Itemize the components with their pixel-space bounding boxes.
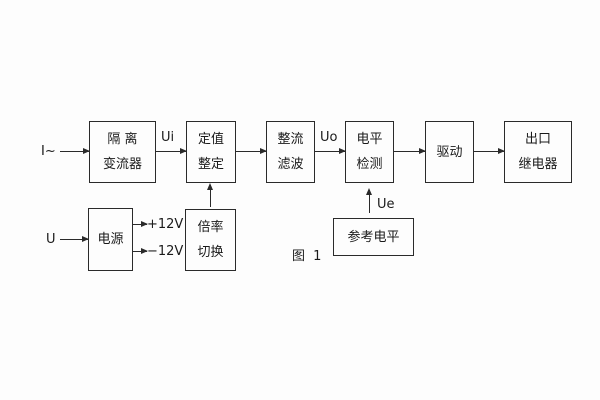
arrow-up-icon [366, 188, 372, 213]
block-label: 出口 [524, 132, 551, 147]
arrow-right-icon [60, 236, 89, 242]
block-label: 整流 [277, 132, 304, 147]
block-power-supply: 电源 [88, 208, 133, 271]
signal-label-ue: Ue [377, 197, 395, 212]
arrow-right-icon [474, 148, 505, 154]
block-label: 定值 [197, 132, 224, 147]
block-ratio-switching: 倍率 切换 [185, 209, 236, 271]
block-label: 倍率 [197, 220, 224, 235]
block-label: 变流器 [102, 157, 142, 172]
block-label: 继电器 [518, 157, 558, 172]
arrow-right-icon [133, 221, 148, 227]
arrow-right-icon [315, 148, 346, 154]
signal-label-input-voltage: U [46, 232, 56, 247]
block-label: 整定 [197, 157, 224, 172]
block-reference-level: 参考电平 [333, 218, 414, 256]
block-label: 参考电平 [347, 229, 400, 245]
signal-label-minus-12v: −12V [147, 244, 184, 259]
signal-label-input-current: I~ [41, 144, 56, 159]
signal-label-ui: Ui [161, 130, 175, 145]
arrow-right-icon [60, 148, 90, 154]
arrow-up-icon [207, 183, 213, 207]
block-isolation-transducer: 隔 离 变流器 [89, 121, 156, 183]
arrow-right-icon [236, 148, 267, 154]
block-level-detection: 电平 检测 [345, 121, 394, 183]
arrow-right-icon [156, 148, 187, 154]
block-drive: 驱动 [425, 121, 474, 183]
block-label: 隔 离 [107, 132, 138, 147]
block-label: 滤波 [277, 157, 304, 172]
block-label: 电平 [356, 132, 383, 147]
block-setpoint-setting: 定值 整定 [186, 121, 236, 183]
figure-caption: 图 1 [292, 249, 324, 264]
block-label: 电源 [97, 232, 124, 247]
block-label: 切换 [197, 245, 224, 260]
block-rectifier-filter: 整流 滤波 [266, 121, 315, 183]
arrow-right-icon [133, 248, 148, 254]
signal-label-plus-12v: +12V [147, 217, 184, 232]
signal-label-uo: Uo [320, 130, 338, 145]
arrow-right-icon [394, 148, 426, 154]
block-output-relay: 出口 继电器 [504, 121, 572, 183]
block-label: 检测 [356, 157, 383, 172]
block-label: 驱动 [436, 144, 463, 160]
